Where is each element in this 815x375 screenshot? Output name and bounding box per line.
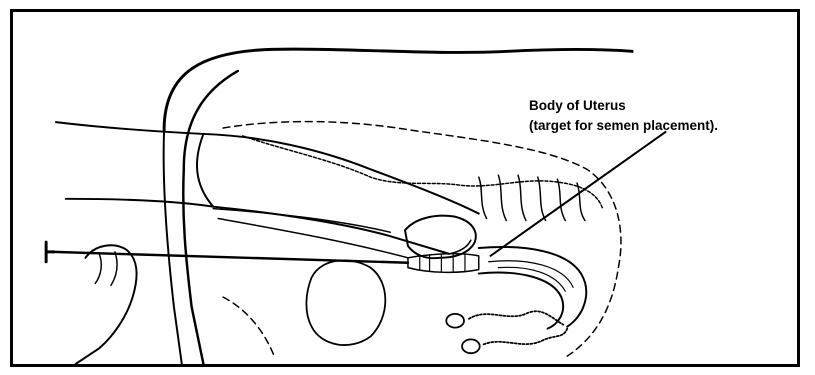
oviduct-right (484, 329, 568, 345)
oviduct-left (469, 311, 563, 324)
rectal-folds (479, 175, 585, 220)
bladder-outline (306, 260, 385, 345)
cow-rump-line (164, 130, 182, 364)
cow-tail-outline (183, 71, 238, 364)
artificial-insemination-illustration (13, 12, 797, 364)
glove-cuff (197, 134, 213, 207)
operator-fingers (95, 252, 117, 285)
pelvic-dashed-outline (223, 122, 621, 357)
figure-frame: Body of Uterus (target for semen placeme… (10, 9, 800, 367)
cervix (408, 254, 479, 273)
callout-subtitle: (target for semen placement). (529, 116, 718, 136)
callout-title: Body of Uterus (529, 96, 718, 116)
vaginal-canal-lower (218, 218, 408, 257)
uterine-horn-inner (479, 273, 563, 329)
uterus-callout: Body of Uterus (target for semen placeme… (529, 96, 718, 136)
callout-leader-line (491, 132, 666, 256)
lower-dashed-outline (223, 297, 274, 356)
operator-hand-left (76, 245, 137, 364)
rod-handle (46, 242, 54, 262)
ovary-right (462, 339, 480, 353)
ovary-left (446, 314, 464, 328)
